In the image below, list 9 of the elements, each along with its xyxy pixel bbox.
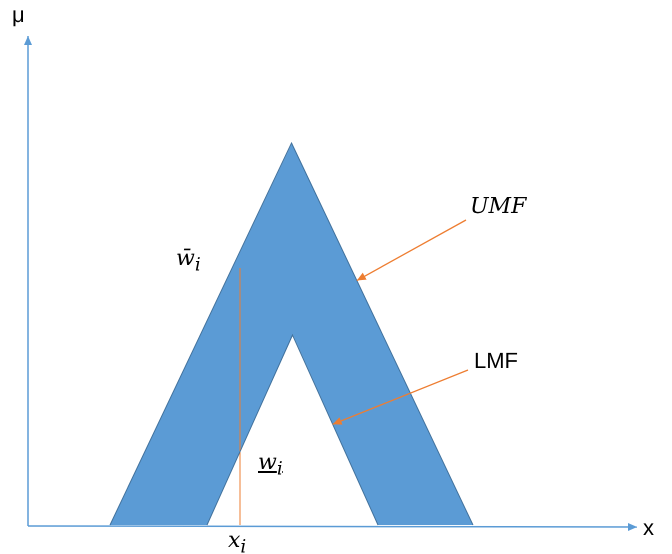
- lower-bound-label: w$_{i}$: [258, 452, 283, 479]
- leader-arrow: [356, 219, 466, 282]
- upper-bound-label: w̄$_{i}$: [176, 248, 201, 275]
- axis-label: μ: [12, 4, 25, 26]
- leader-arrow: [332, 369, 468, 425]
- curve-label: UMF: [470, 196, 526, 218]
- axis-label: x: [643, 517, 654, 539]
- point-label: x$_{i}$: [228, 530, 246, 554]
- curve-label: LMF: [474, 350, 518, 372]
